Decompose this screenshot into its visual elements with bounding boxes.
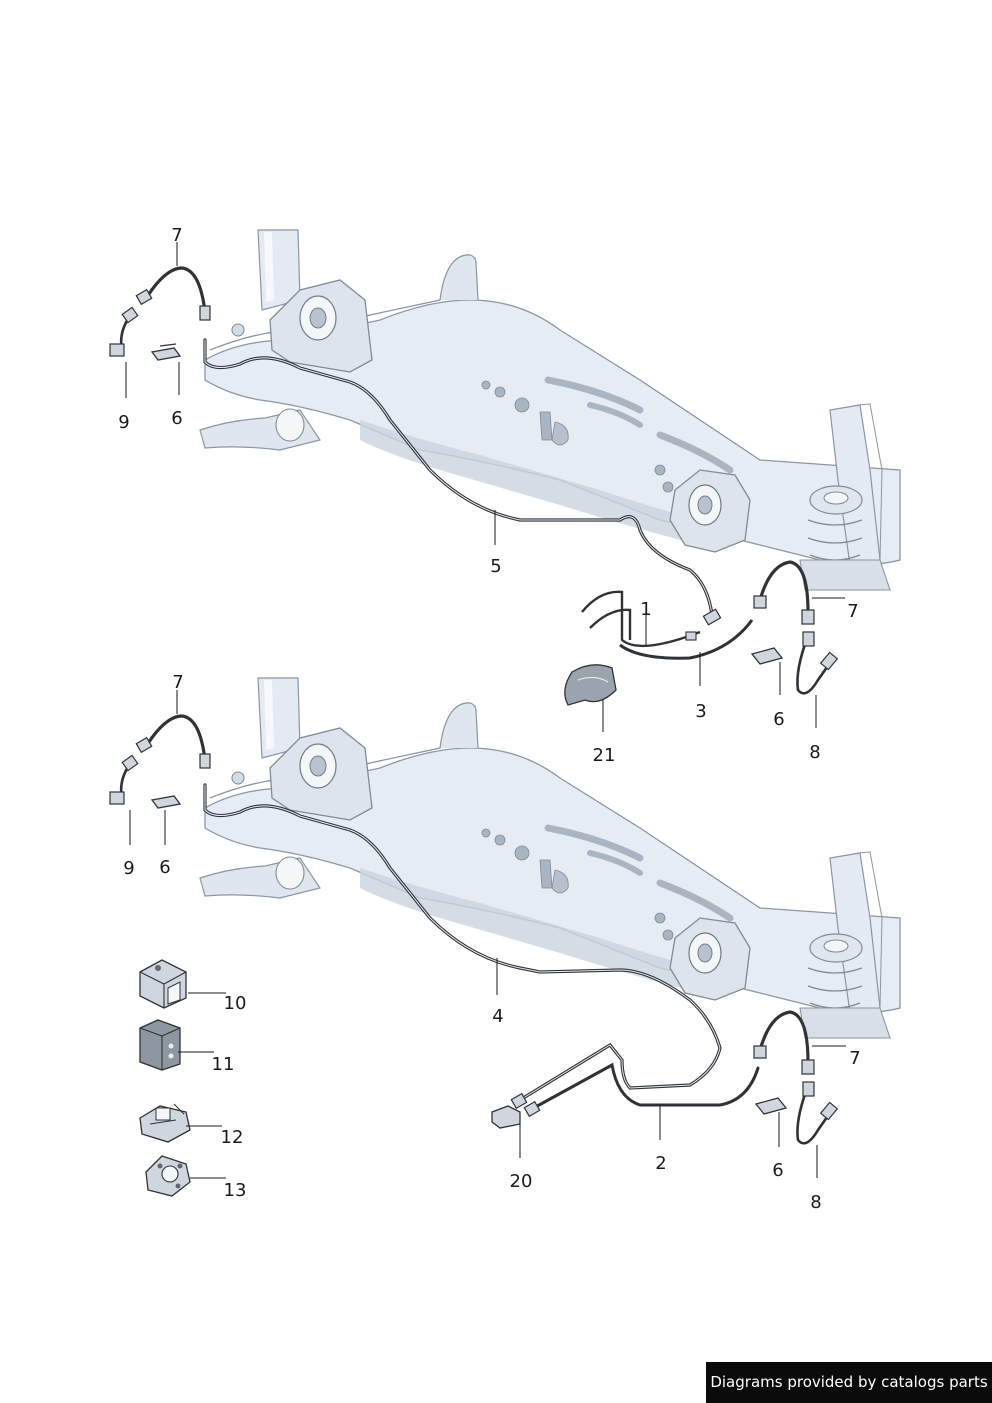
callout-3: 3 [695, 701, 707, 722]
bracket-21 [564, 664, 617, 706]
pipe-holder-13 [145, 1155, 191, 1197]
callout-7-upper-left: 7 [171, 225, 183, 246]
callout-6-lower-right: 6 [772, 1160, 784, 1181]
rear-axle-upper [200, 230, 900, 590]
callout-7-upper-right: 7 [847, 601, 859, 622]
callout-2: 2 [655, 1153, 667, 1174]
brake-hose-7-upper-right [758, 560, 810, 613]
brake-pipe-2 [528, 1062, 760, 1112]
pipe-holder-10 [139, 959, 187, 1009]
bracket-20 [491, 1105, 521, 1129]
callout-9-lower: 9 [123, 858, 135, 879]
brake-hose-7-lower-right [758, 1010, 810, 1063]
pipe-holder-11 [139, 1019, 181, 1071]
banjo-bolt-8-upper [796, 635, 834, 695]
callout-8-upper: 8 [809, 742, 821, 763]
retaining-clip-6-lower [150, 795, 182, 809]
brake-pipe-1 [581, 590, 701, 648]
callout-6-lower-left: 6 [159, 857, 171, 878]
credit-banner: Diagrams provided by catalogs parts [706, 1362, 992, 1403]
callout-4: 4 [492, 1006, 504, 1027]
retaining-clip-6-upper-right [750, 647, 784, 665]
callout-12: 12 [220, 1127, 244, 1148]
callout-21: 21 [592, 745, 616, 766]
callout-7-lower-left: 7 [172, 672, 184, 693]
callout-1: 1 [640, 599, 652, 620]
callout-lines-lower [129, 690, 846, 1179]
brake-hose-7-upper-left [143, 266, 207, 313]
callout-8-lower: 8 [810, 1192, 822, 1213]
callout-lines-upper [125, 242, 845, 732]
callout-10: 10 [223, 993, 247, 1014]
callout-20: 20 [509, 1171, 533, 1192]
callout-9-upper: 9 [118, 412, 130, 433]
callout-6-upper-right: 6 [773, 709, 785, 730]
callout-11: 11 [211, 1054, 235, 1075]
callout-7-lower-right: 7 [849, 1048, 861, 1069]
rear-axle-lower [200, 678, 900, 1038]
retaining-clip-6-lower-right [754, 1097, 788, 1115]
retaining-clip-6-upper [150, 343, 182, 361]
banjo-bolt-8-lower [796, 1085, 834, 1145]
callout-13: 13 [223, 1180, 247, 1201]
pipe-holder-12 [139, 1103, 191, 1143]
callout-6-upper-left: 6 [171, 408, 183, 429]
brake-pipe-3 [619, 619, 754, 660]
brake-hose-7-lower-left [143, 714, 207, 761]
callout-5: 5 [490, 556, 502, 577]
